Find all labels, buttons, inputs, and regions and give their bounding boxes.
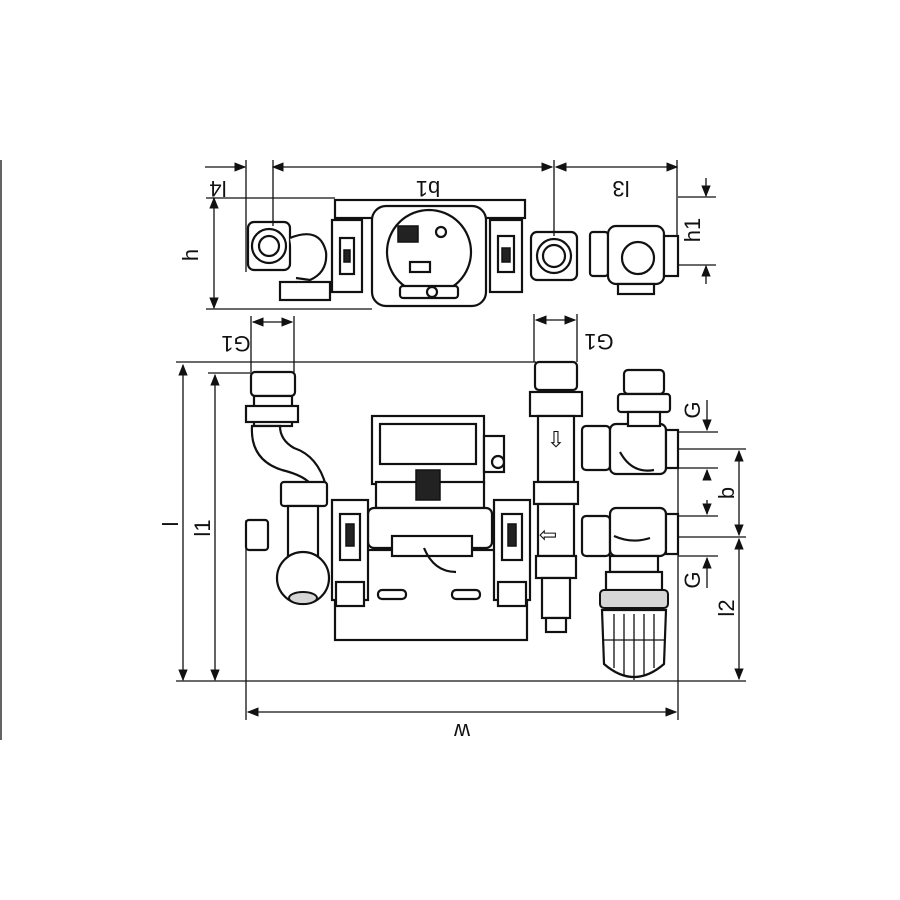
top-pump-head	[370, 204, 488, 308]
supply-pipe-right: ⇩ ⇦	[528, 360, 584, 634]
label-h: h	[178, 249, 203, 261]
label-l2: l2	[714, 599, 739, 616]
top-mixing-valve	[588, 224, 680, 296]
label-b1: b1	[416, 176, 440, 201]
thermostat-head	[599, 554, 669, 680]
front-view: ⇩ ⇦	[158, 314, 746, 744]
label-g1-left: G1	[221, 331, 250, 356]
top-view: l4 b1 l3 h h1	[178, 160, 716, 310]
upper-valve	[580, 368, 680, 476]
label-w: w	[454, 719, 471, 744]
svg-text:⇦: ⇦	[539, 522, 557, 547]
lower-valve	[580, 506, 680, 558]
label-l3: l3	[612, 176, 629, 201]
svg-text:⇩: ⇩	[547, 427, 565, 452]
label-l4: l4	[209, 176, 226, 201]
clamp-right	[492, 498, 532, 608]
label-b: b	[714, 487, 739, 499]
label-l1: l1	[190, 519, 215, 536]
top-right-clamp	[488, 218, 524, 294]
clamp-left	[330, 498, 370, 608]
return-pipe-left	[244, 370, 331, 606]
label-h1: h1	[680, 218, 705, 242]
label-g-upper: G	[680, 401, 705, 418]
top-left-clamp	[330, 218, 364, 294]
top-supply-fitting	[529, 230, 579, 282]
label-l: l	[158, 522, 183, 527]
label-g-lower: G	[680, 571, 705, 588]
top-left-fitting	[246, 220, 332, 302]
label-g1-right: G1	[584, 329, 613, 354]
pump-body	[366, 414, 506, 574]
